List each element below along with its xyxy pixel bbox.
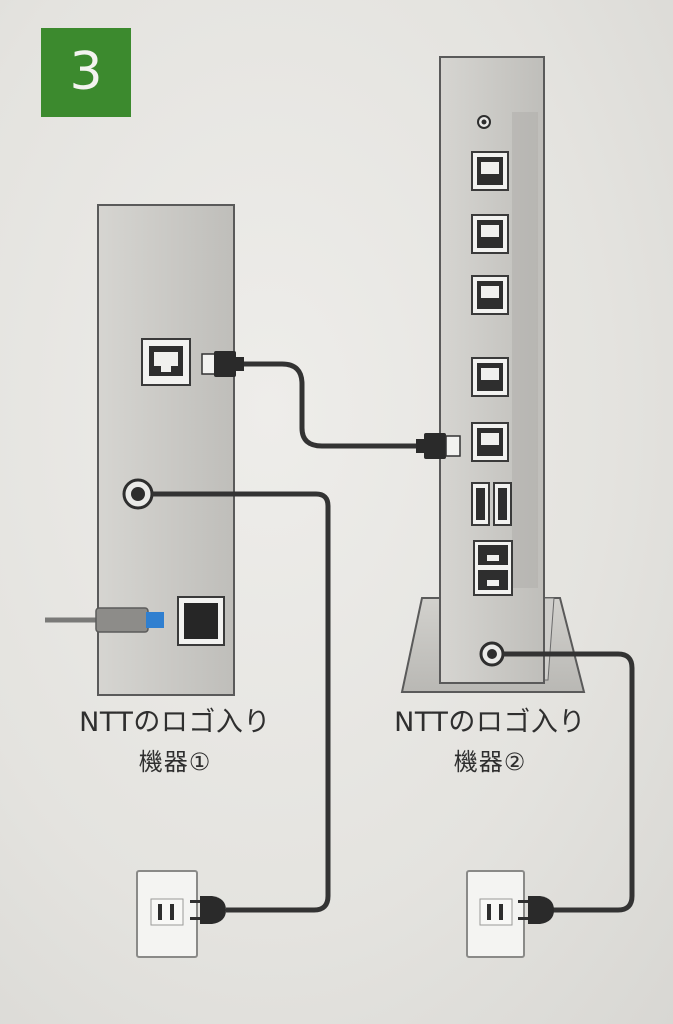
wall-outlet-icon — [466, 870, 525, 958]
lan-port-icon — [471, 357, 509, 397]
lan-port-icon — [471, 422, 509, 462]
device-2-label: NTTのロゴ入り 機器② — [365, 705, 615, 779]
device-2-label-line2: 機器② — [453, 748, 527, 776]
power-plug-icon — [518, 896, 554, 924]
phone-port-icon — [177, 596, 225, 646]
lan-port-icon — [471, 275, 509, 315]
phone-port-icon — [473, 540, 513, 596]
power-plug-icon — [190, 896, 226, 924]
power-jack-icon — [479, 641, 505, 667]
device-1 — [45, 204, 235, 696]
device-2-label-line1: NTTのロゴ入り — [394, 707, 586, 738]
power-jack-icon — [122, 478, 154, 510]
wall-outlet-icon — [136, 870, 198, 958]
device-1-label: NTTのロゴ入り 機器① — [50, 705, 300, 779]
device-1-label-line2: 機器① — [138, 748, 212, 776]
step-number-badge: 3 — [41, 28, 131, 117]
usb-port-icon — [45, 607, 164, 633]
lan-port-icon — [141, 338, 191, 386]
power-cable-1 — [152, 491, 331, 913]
device-1-label-line1: NTTのロゴ入り — [79, 707, 271, 738]
usb-port-icon — [471, 482, 512, 526]
lan-port-icon — [471, 214, 509, 254]
device-2 — [400, 56, 586, 693]
reset-hole-icon — [477, 115, 491, 129]
power-cable-2 — [503, 651, 635, 913]
lan-cable — [201, 351, 461, 459]
lan-port-icon — [471, 151, 509, 191]
